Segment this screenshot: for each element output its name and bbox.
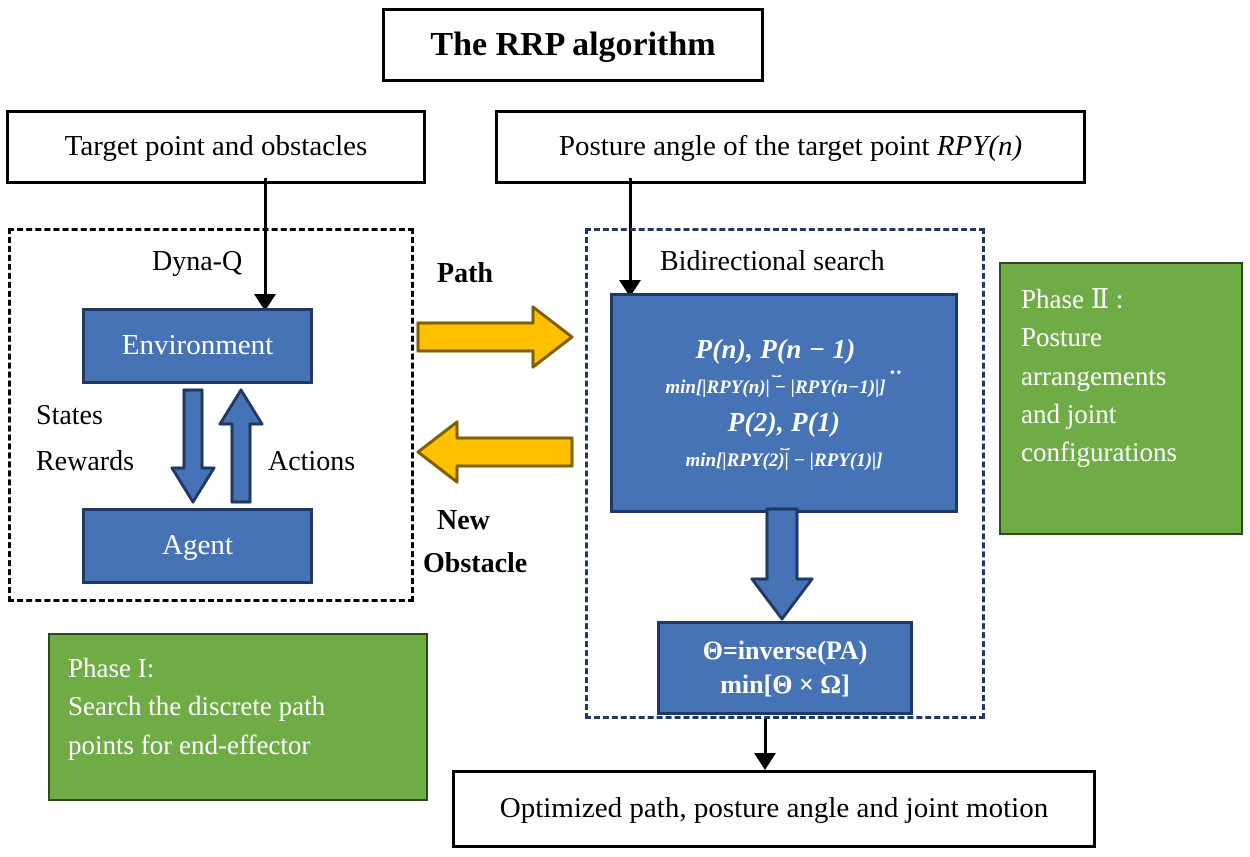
agent-box: Agent [82,508,313,584]
bidirectional-search-label: Bidirectional search [660,246,885,277]
pair-1-expression: P(n), P(n − 1) ⏟ min[|RPY(n)| − |RPY(n−1… [665,334,902,399]
pair-2-denominator: min[|RPY(2)| − |RPY(1)|] [685,450,883,472]
diagram-title-box: The RRP algorithm [382,8,764,82]
path-transfer-arrow-right [415,303,575,371]
pair-1-numerator: P(n), P(n − 1) [695,334,856,365]
phase-1-line-1: Search the discrete path [68,691,326,722]
pair-1-underbrace: ⏟ [771,365,782,378]
pair-ellipsis: .. [889,353,903,379]
pair-2-numerator: P(2), P(1) [727,407,841,437]
phase-2-line-4: configurations [1021,437,1177,468]
path-label: Path [437,258,493,289]
phase-1-line-2: points for end-effector [68,729,311,760]
bidirectional-search-dashed-region [585,228,985,719]
pair-2-expression: P(2), P(1) ⏟ min[|RPY(2)| − |RPY(1)|] [685,407,882,472]
arrow-posture-to-math-head [619,280,641,297]
phase-1-box: Phase I: Search the discrete path points… [48,633,428,801]
new-obstacle-transfer-arrow-left [415,418,575,486]
target-point-obstacles-label: Target point and obstacles [64,130,368,163]
actions-up-arrow [218,388,264,506]
optimized-output-box: Optimized path, posture angle and joint … [452,770,1096,848]
phase-2-heading: Phase Ⅱ : [1021,284,1124,314]
arrow-target-to-environment-head [254,294,276,311]
posture-angle-math: RPY(n) [936,130,1023,163]
posture-pairing-math-box: P(n), P(n − 1) ⏟ min[|RPY(n)| − |RPY(n−1… [610,293,958,513]
arrow-bidir-to-output-line [764,719,767,759]
arrow-bidir-to-output-head [754,753,776,770]
states-label: States [36,400,103,431]
phase-2-line-2: arrangements [1021,360,1167,391]
arrow-posture-to-math-line [629,178,632,290]
states-rewards-down-arrow [170,388,216,506]
new-label: New [437,505,490,536]
inverse-kinematics-box: Θ=inverse(PA) min[Θ × Ω] [657,621,913,715]
pair-1-denominator: min[|RPY(n)| − |RPY(n−1)|] [665,377,886,399]
posture-angle-box: Posture angle of the target point RPY(n) [495,110,1086,184]
theta-inverse-expression: Θ=inverse(PA) [702,636,868,666]
theta-min-expression: min[Θ × Ω] [720,670,850,699]
pair-1-fraction: P(n), P(n − 1) ⏟ min[|RPY(n)| − |RPY(n−1… [665,334,885,399]
rewards-label: Rewards [36,446,134,477]
environment-box: Environment [82,308,313,384]
pair-2-underbrace: ⏟ [780,438,790,451]
dyna-q-dashed-region [8,228,414,602]
environment-label: Environment [121,329,274,362]
phase-2-line-1: Posture [1021,322,1102,353]
phase-2-line-3: and joint [1021,398,1117,429]
pair-2-fraction: P(2), P(1) ⏟ min[|RPY(2)| − |RPY(1)|] [685,407,882,472]
dyna-q-label: Dyna-Q [152,246,243,277]
posture-angle-label: Posture angle of the target point RPY(n) [558,130,1023,163]
arrow-target-to-environment-line [264,178,267,302]
optimized-output-label: Optimized path, posture angle and joint … [499,792,1049,825]
agent-label: Agent [162,529,233,562]
obstacle-label: Obstacle [423,548,528,579]
actions-label: Actions [268,446,356,477]
phase-1-heading: Phase I: [68,653,155,683]
math-to-theta-arrow [749,507,815,623]
page-title: The RRP algorithm [430,26,716,64]
target-point-obstacles-box: Target point and obstacles [6,110,426,184]
phase-2-box: Phase Ⅱ : Posture arrangements and joint… [999,262,1243,535]
